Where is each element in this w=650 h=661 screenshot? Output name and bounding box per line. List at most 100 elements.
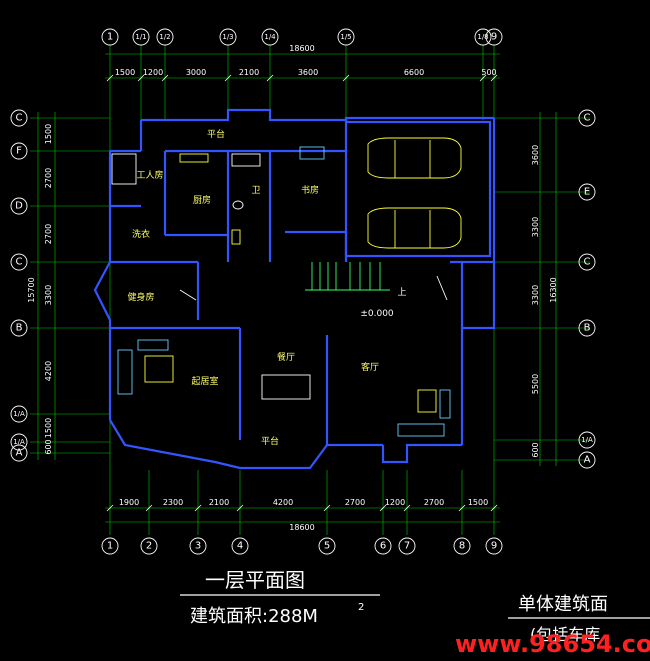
axis-bubble-top-6: 1/8 [474, 28, 492, 46]
top-dim-2: 3000 [186, 68, 206, 77]
svg-text:B: B [16, 323, 23, 334]
svg-text:C: C [16, 113, 23, 124]
right-dim-0: 3600 [531, 145, 540, 165]
corner-title: 单体建筑面 [518, 594, 608, 615]
svg-text:8: 8 [459, 541, 465, 552]
axis-bubble-top-1: 1/1 [132, 28, 150, 46]
room-study: 书房 [301, 184, 319, 196]
svg-text:6: 6 [380, 541, 386, 552]
left-dim-3: 3300 [44, 285, 53, 305]
room-hall: 客厅 [361, 361, 379, 373]
left-dim-0: 1500 [44, 124, 53, 144]
top-dim-3: 2100 [239, 68, 259, 77]
axis-bubble-top-4: 1/4 [261, 28, 279, 46]
svg-text:1/2: 1/2 [159, 33, 170, 41]
room-toilet: 卫 [251, 186, 260, 196]
axis-bubble-bottom-3: 4 [231, 537, 249, 555]
svg-text:1: 1 [107, 541, 113, 552]
svg-text:1/4: 1/4 [264, 33, 276, 41]
bottom-dim-4: 2700 [345, 498, 365, 507]
watermark: www.98654.com [455, 630, 650, 658]
walls [93, 108, 496, 470]
left-total-dim: 15700 [27, 277, 36, 302]
axis-bubble-bottom-0: 1 [101, 537, 119, 555]
axis-bubble-right-2: C [578, 253, 596, 271]
left-dim-5: 1500 [44, 418, 53, 438]
svg-text:9: 9 [491, 32, 497, 43]
left-dim-2: 2700 [44, 224, 53, 244]
room-kitchen: 厨房 [193, 194, 211, 206]
svg-text:C: C [584, 113, 591, 124]
left-dim-1: 2700 [44, 168, 53, 188]
svg-text:1/A: 1/A [581, 436, 593, 444]
axis-bubble-bottom-4: 5 [318, 537, 336, 555]
axis-bubble-left-4: B [10, 319, 28, 337]
drawing-title: 一层平面图 [205, 568, 305, 592]
top-dim-5: 6600 [404, 68, 424, 77]
axis-bubble-bottom-6: 7 [398, 537, 416, 555]
svg-text:F: F [16, 146, 22, 157]
axis-bubble-bottom-1: 2 [140, 537, 158, 555]
axis-bubble-left-2: D [10, 197, 28, 215]
svg-text:C: C [584, 257, 591, 268]
axis-bubble-bottom-8: 9 [485, 537, 503, 555]
room-terrace-bottom: 平台 [261, 435, 279, 447]
top-dim-1: 1200 [143, 68, 163, 77]
axis-bubble-right-5: A [578, 451, 596, 469]
axis-bubble-left-3: C [10, 253, 28, 271]
svg-text:1/1: 1/1 [135, 33, 146, 41]
axis-bubble-top-0: 1 [101, 28, 119, 46]
axis-bubble-left-6: 1/A [10, 433, 28, 451]
svg-text:1/8: 1/8 [477, 33, 488, 41]
axis-bubble-bottom-7: 8 [453, 537, 471, 555]
axis-bubble-right-3: B [578, 319, 596, 337]
room-laundry: 洗衣 [132, 228, 150, 240]
left-dim-6: 600 [44, 439, 53, 454]
top-total-dim: 18600 [289, 44, 314, 53]
axis-bubble-top-3: 1/3 [219, 28, 237, 46]
bottom-dim-5: 1200 [385, 498, 405, 507]
axis-bubble-left-5: 1/A [10, 405, 28, 423]
right-total-dim: 16300 [549, 277, 558, 302]
axis-bubble-top-7: 9 [485, 28, 503, 46]
svg-text:1/A: 1/A [13, 438, 25, 446]
bottom-total-dim: 18600 [289, 523, 314, 532]
right-dim-1: 3300 [531, 217, 540, 237]
svg-text:B: B [584, 323, 591, 334]
axis-bubble-top-2: 1/2 [156, 28, 174, 46]
svg-text:1/3: 1/3 [222, 33, 233, 41]
svg-text:1: 1 [107, 32, 113, 43]
right-dim-4: 600 [531, 442, 540, 457]
axis-bubble-left-7: A [10, 444, 28, 462]
dim-ticks [106, 74, 498, 512]
bottom-dim-7: 1500 [468, 498, 488, 507]
right-dim-3: 5500 [531, 374, 540, 394]
area-label: 建筑面积:288M [190, 606, 318, 627]
stair-up-label: 上 [397, 287, 406, 298]
corner-subtitle: (包括车库 [530, 625, 600, 644]
top-dim-6: 500 [481, 68, 496, 77]
area-superscript: 2 [358, 602, 364, 613]
axis-bubble-right-1: E [578, 183, 596, 201]
axis-bubble-right-0: C [578, 109, 596, 127]
room-dining: 餐厅 [277, 351, 295, 363]
bottom-dim-6: 2700 [424, 498, 444, 507]
svg-text:C: C [16, 257, 23, 268]
right-dim-2: 3300 [531, 285, 540, 305]
top-dim-4: 3600 [298, 68, 318, 77]
room-fitness: 健身房 [127, 291, 154, 303]
svg-text:7: 7 [404, 541, 410, 552]
bottom-dim-1: 2300 [163, 498, 183, 507]
svg-text:A: A [16, 448, 23, 459]
svg-text:3: 3 [195, 541, 201, 552]
svg-text:1/5: 1/5 [340, 33, 351, 41]
elevation-mark: ±0.000 [360, 309, 394, 319]
top-dim-0: 1500 [115, 68, 135, 77]
axis-bubble-top-5: 1/5 [337, 28, 355, 46]
room-servant: 工人房 [136, 169, 163, 181]
svg-text:D: D [15, 201, 23, 212]
bottom-dim-2: 2100 [209, 498, 229, 507]
